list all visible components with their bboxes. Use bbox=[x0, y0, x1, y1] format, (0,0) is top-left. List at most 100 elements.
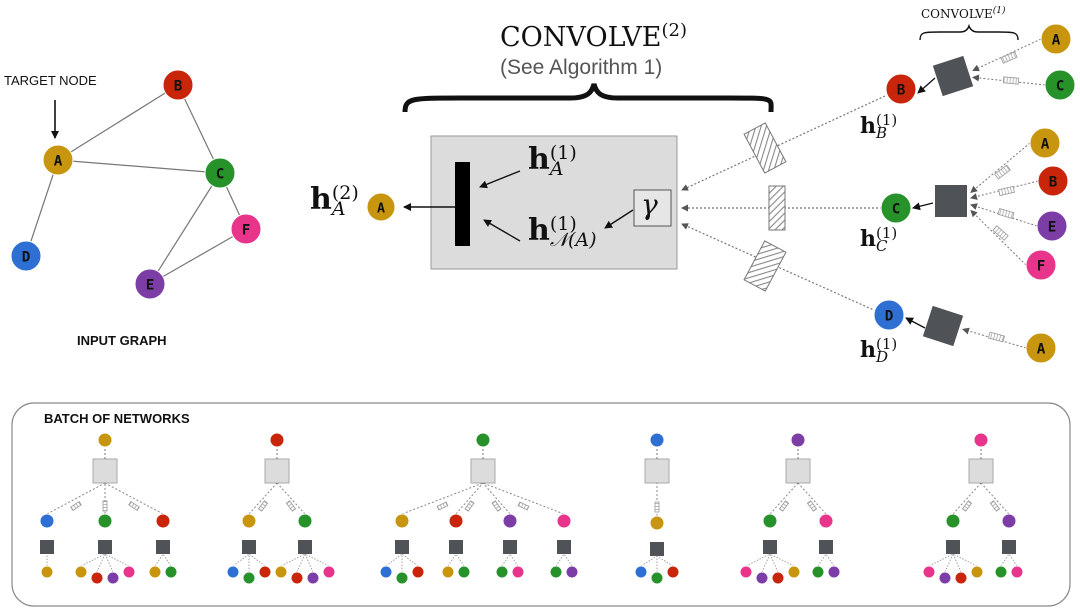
edge-E-F bbox=[149, 228, 247, 285]
node-letter: C bbox=[892, 202, 901, 218]
network-child-node bbox=[394, 513, 410, 529]
h-A-2-label: h(2)A bbox=[310, 182, 359, 220]
network-child-node bbox=[97, 513, 113, 529]
network-root-node bbox=[790, 432, 806, 448]
h-C-1-label: h(1)C bbox=[860, 224, 898, 255]
weight-marker bbox=[997, 208, 1015, 219]
network-root-box bbox=[470, 458, 496, 484]
network-child-node bbox=[502, 513, 518, 529]
weight-marker bbox=[464, 500, 475, 512]
node-letter: C bbox=[216, 167, 225, 183]
convolve1-brace bbox=[919, 23, 1019, 41]
network-leaf-node bbox=[457, 565, 471, 579]
convolve1-square-D bbox=[922, 305, 964, 347]
weight-marker bbox=[517, 501, 530, 511]
h-A-1-label: h(1)A bbox=[528, 142, 577, 180]
weight-marker bbox=[992, 225, 1009, 241]
convolve2-brace bbox=[402, 83, 774, 113]
convolve1-title: CONVOLVE(1) bbox=[921, 6, 1006, 21]
convolve1-block bbox=[905, 23, 1046, 349]
graph-node-F: F bbox=[230, 213, 262, 245]
network-child-node bbox=[762, 513, 778, 529]
weight-marker bbox=[998, 185, 1015, 197]
network-child-node bbox=[297, 513, 313, 529]
network-child-square bbox=[449, 540, 463, 554]
edge-C-E bbox=[149, 172, 221, 285]
network-child-square bbox=[242, 540, 256, 554]
network-leaf-node bbox=[322, 565, 336, 579]
convolve1-leaf-B-A: A bbox=[1040, 23, 1072, 55]
node-letter: D bbox=[22, 250, 31, 266]
network-leaf-node bbox=[811, 565, 825, 579]
network-leaf-node bbox=[922, 565, 936, 579]
network-leaf-node bbox=[994, 565, 1008, 579]
network-child-square bbox=[650, 542, 664, 556]
weight-marker bbox=[1000, 51, 1018, 64]
network-child-node bbox=[818, 513, 834, 529]
network-leaf-node bbox=[148, 565, 162, 579]
gamma-symbol: γ bbox=[641, 188, 658, 221]
convolve2-subtitle: (See Algorithm 1) bbox=[500, 56, 663, 79]
network-root-box bbox=[968, 458, 994, 484]
network-leaf-node bbox=[938, 571, 952, 585]
node-letter: A bbox=[1037, 342, 1046, 358]
network-leaf-node bbox=[565, 565, 579, 579]
network-leaf-node bbox=[290, 571, 304, 585]
convolve1-leaf-C-A: A bbox=[1029, 127, 1061, 159]
network-C bbox=[379, 432, 579, 585]
convolve1-square-C bbox=[935, 185, 967, 217]
node-letter: A bbox=[1052, 33, 1061, 49]
weight-marker bbox=[491, 500, 502, 512]
network-leaf-node bbox=[441, 565, 455, 579]
network-leaf-node bbox=[787, 565, 801, 579]
network-root-box bbox=[785, 458, 811, 484]
edge-B-C bbox=[177, 84, 221, 174]
network-leaf-node bbox=[771, 571, 785, 585]
hatched-weight-B bbox=[743, 122, 787, 174]
network-leaf-node bbox=[242, 571, 256, 585]
network-F bbox=[922, 432, 1024, 585]
weight-marker bbox=[778, 500, 790, 512]
network-child-node bbox=[155, 513, 171, 529]
network-leaf-node bbox=[258, 565, 272, 579]
batch-networks bbox=[39, 432, 1024, 585]
network-leaf-node bbox=[739, 565, 753, 579]
network-root-box bbox=[92, 458, 118, 484]
edge-A-B bbox=[57, 84, 179, 161]
node-letter: A bbox=[54, 154, 63, 170]
network-A bbox=[39, 432, 178, 585]
output-node-A: A bbox=[366, 192, 396, 222]
node-letter: B bbox=[174, 79, 183, 95]
network-leaf-node bbox=[1010, 565, 1024, 579]
network-leaf-node bbox=[650, 571, 664, 585]
network-leaf-node bbox=[106, 571, 120, 585]
network-child-node bbox=[556, 513, 572, 529]
graph-node-C: C bbox=[204, 157, 236, 189]
network-leaf-node bbox=[164, 565, 178, 579]
network-child-node bbox=[649, 515, 665, 531]
aggregation-bar bbox=[455, 162, 470, 246]
edge-A-D bbox=[25, 159, 59, 257]
node-letter: B bbox=[897, 83, 906, 99]
network-leaf-node bbox=[74, 565, 88, 579]
network-child-node bbox=[1001, 513, 1017, 529]
weight-marker bbox=[994, 164, 1011, 180]
graph-node-D: D bbox=[10, 240, 42, 272]
network-E bbox=[739, 432, 841, 585]
weight-marker bbox=[989, 500, 1001, 512]
network-child-square bbox=[819, 540, 833, 554]
convolve1-node-C: C bbox=[880, 192, 912, 224]
network-child-square bbox=[298, 540, 312, 554]
graph-node-B: B bbox=[162, 69, 194, 101]
node-letter: E bbox=[1048, 220, 1057, 236]
convolve1-leaf-C-B: B bbox=[1037, 165, 1069, 197]
network-leaf-node bbox=[495, 565, 509, 579]
network-leaf-node bbox=[379, 565, 393, 579]
weight-marker bbox=[257, 500, 269, 512]
network-leaf-node bbox=[634, 565, 648, 579]
network-child-node bbox=[945, 513, 961, 529]
node-letter: F bbox=[1037, 259, 1046, 275]
hatched-weight-D bbox=[743, 240, 787, 292]
weight-marker bbox=[70, 501, 82, 511]
